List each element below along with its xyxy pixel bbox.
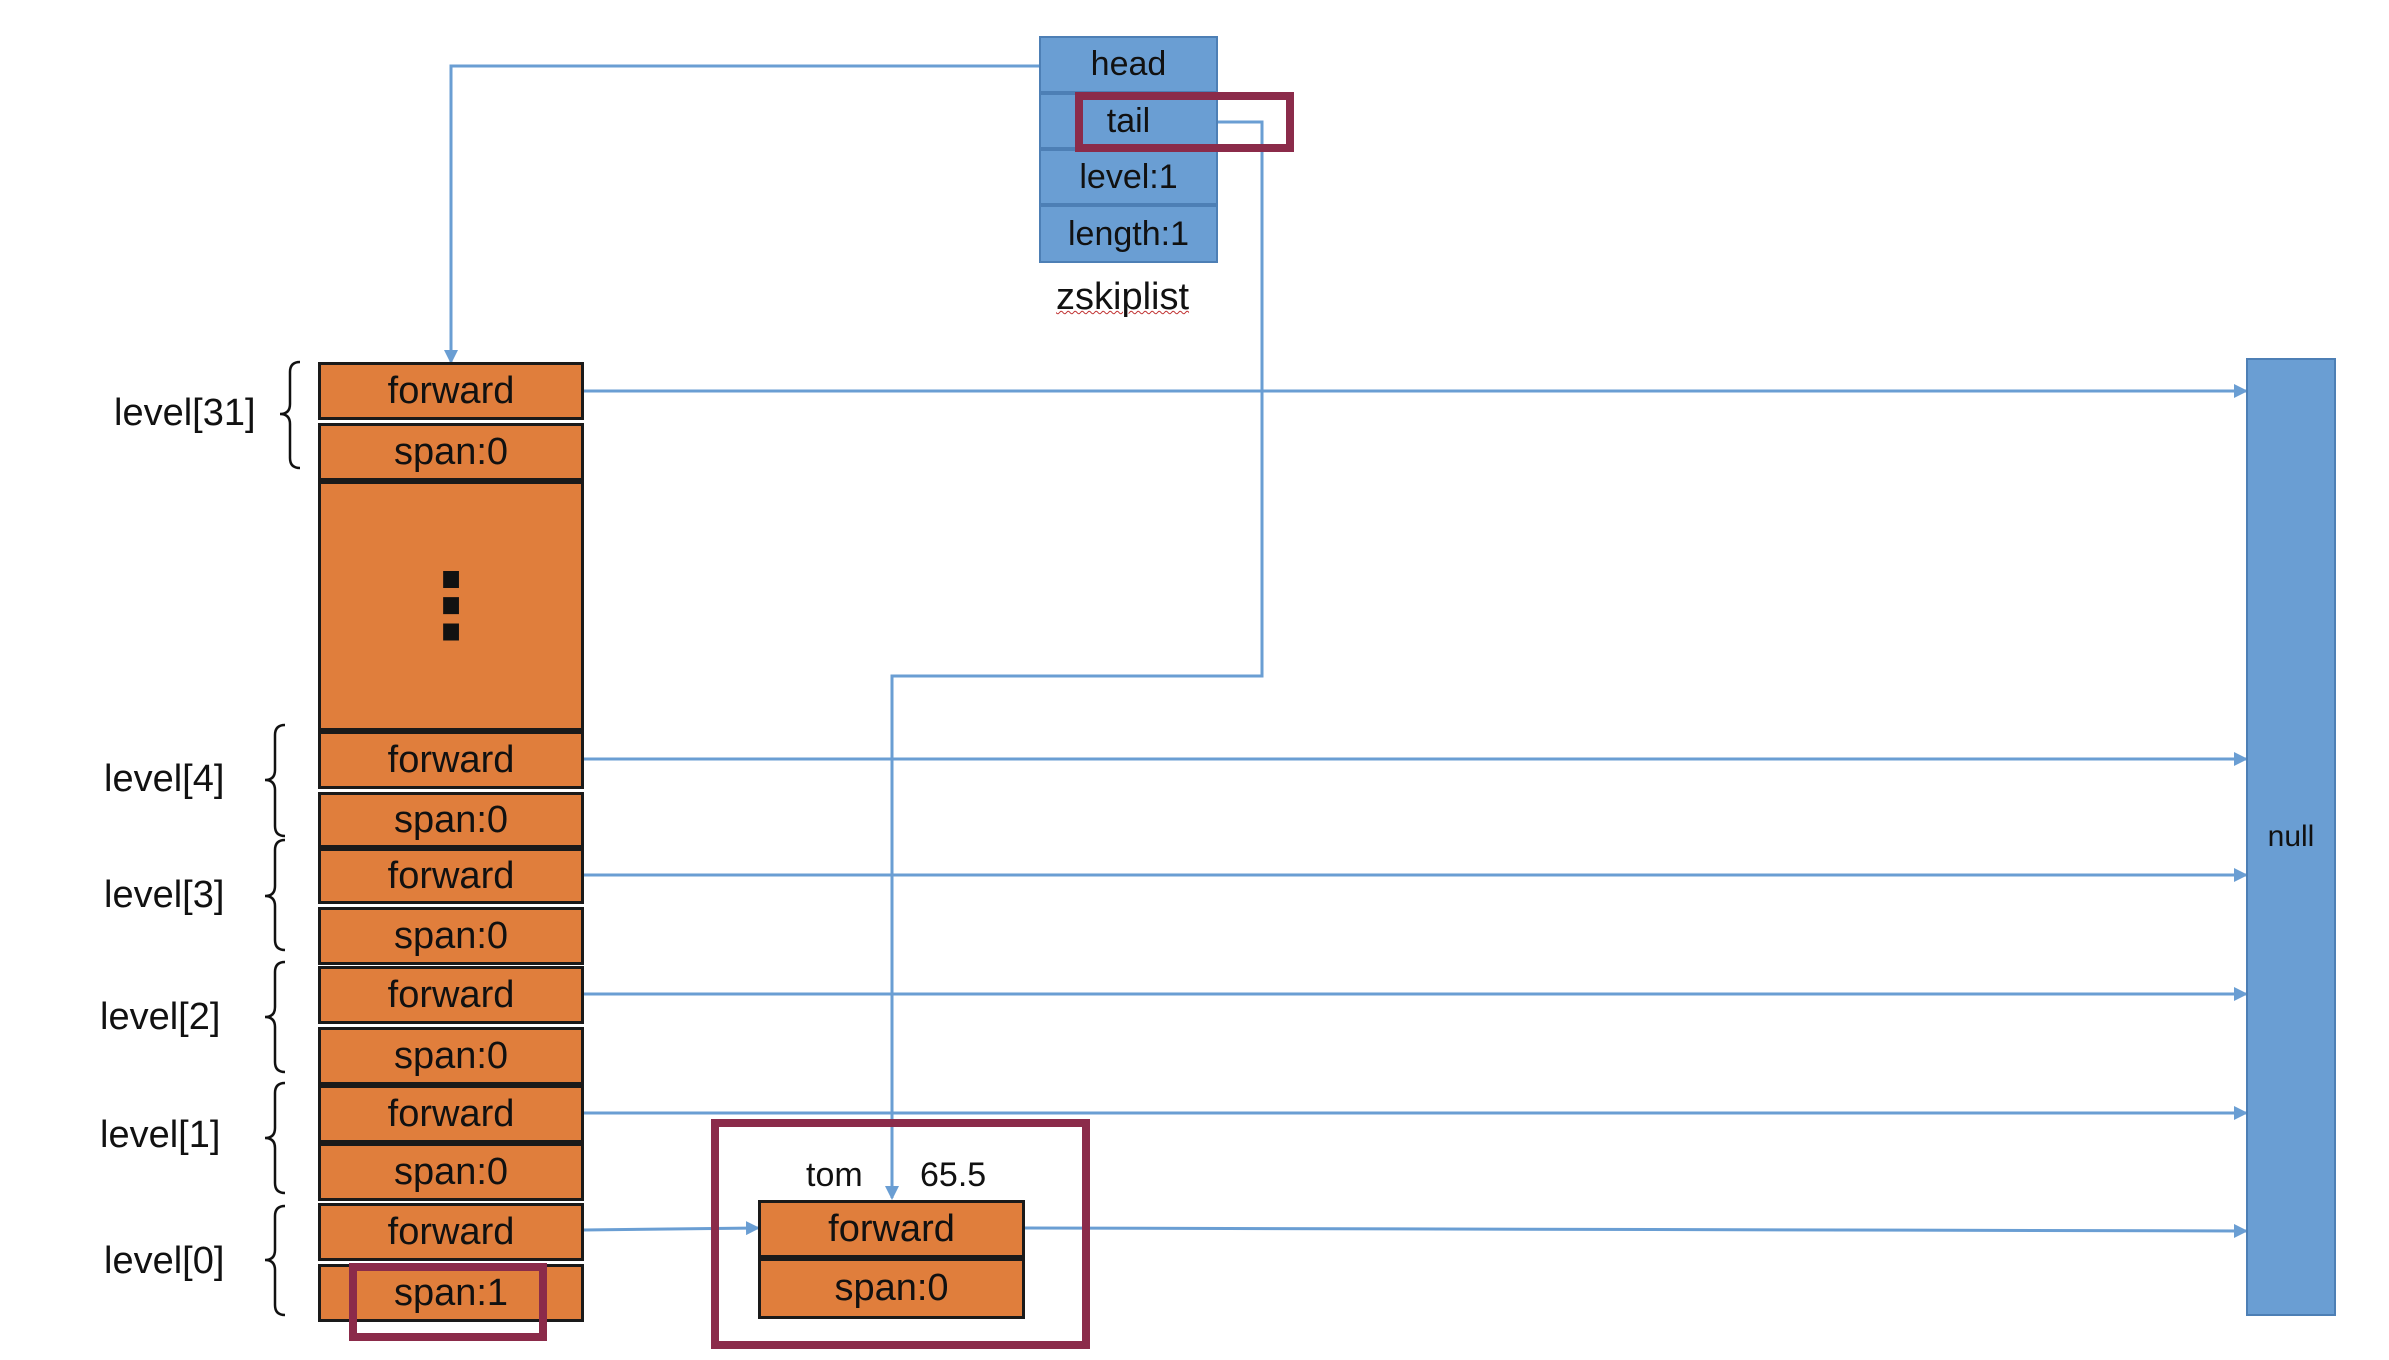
level2-label: level[2] [100,996,221,1038]
level2-forward-cell: forward [318,966,584,1024]
zskiplist-level-field: level:1 [1039,149,1218,205]
ellipsis-cell: ⋮ [318,481,584,731]
level0-label: level[0] [104,1240,225,1282]
tom-member-label: tom [806,1156,863,1194]
level2-span-cell: span:0 [318,1027,584,1085]
level31-forward-cell: forward [318,362,584,420]
level1-span-cell: span:0 [318,1143,584,1201]
level31-span-cell: span:0 [318,423,584,481]
tom-score-label: 65.5 [920,1156,987,1194]
zskiplist-length-field: length:1 [1039,205,1218,263]
null-block: null [2246,358,2336,1316]
level-braces [264,360,301,1317]
level1-label: level[1] [100,1114,221,1156]
level4-label: level[4] [104,758,225,800]
level4-forward-cell: forward [318,731,584,789]
tail-pointer-arrow [885,120,1264,1200]
level0-forward-arrow [582,1221,760,1236]
level3-label: level[3] [104,874,225,916]
level4-span-cell: span:0 [318,792,584,848]
level31-label: level[31] [114,392,256,434]
tom-node-highlight [711,1119,1090,1349]
tom-span-cell: span:0 [758,1258,1025,1319]
tom-forward-arrow [1024,1223,2248,1238]
level0-forward-cell: forward [318,1203,584,1261]
span1-highlight [349,1263,547,1341]
level1-forward-cell: forward [318,1085,584,1143]
tom-forward-cell: forward [758,1200,1025,1258]
tail-highlight [1075,92,1294,152]
zskiplist-head-field: head [1039,36,1218,93]
zskiplist-caption: zskiplist [1056,276,1190,318]
level3-forward-cell: forward [318,848,584,904]
head-pointer-arrow [444,64,1039,364]
level3-span-cell: span:0 [318,907,584,965]
